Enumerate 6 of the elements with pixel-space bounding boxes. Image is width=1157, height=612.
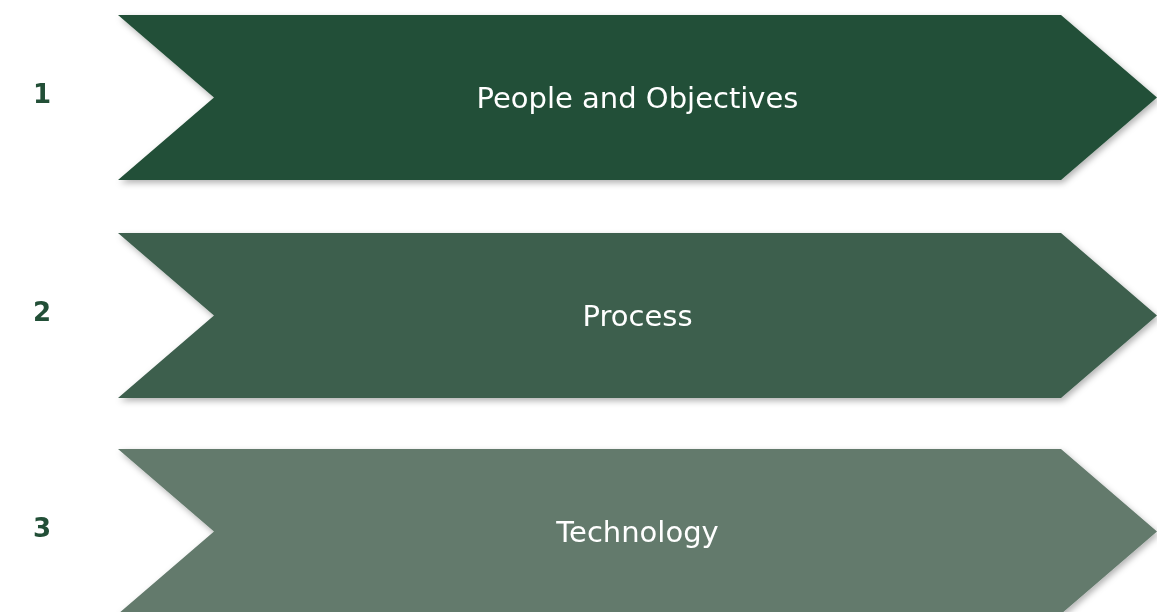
step-number: 3 <box>31 513 53 543</box>
step-number: 2 <box>31 297 53 327</box>
step-label: Technology <box>556 514 719 549</box>
step-label: People and Objectives <box>476 80 799 115</box>
step-label: Process <box>582 298 693 333</box>
step-number: 1 <box>31 79 53 109</box>
